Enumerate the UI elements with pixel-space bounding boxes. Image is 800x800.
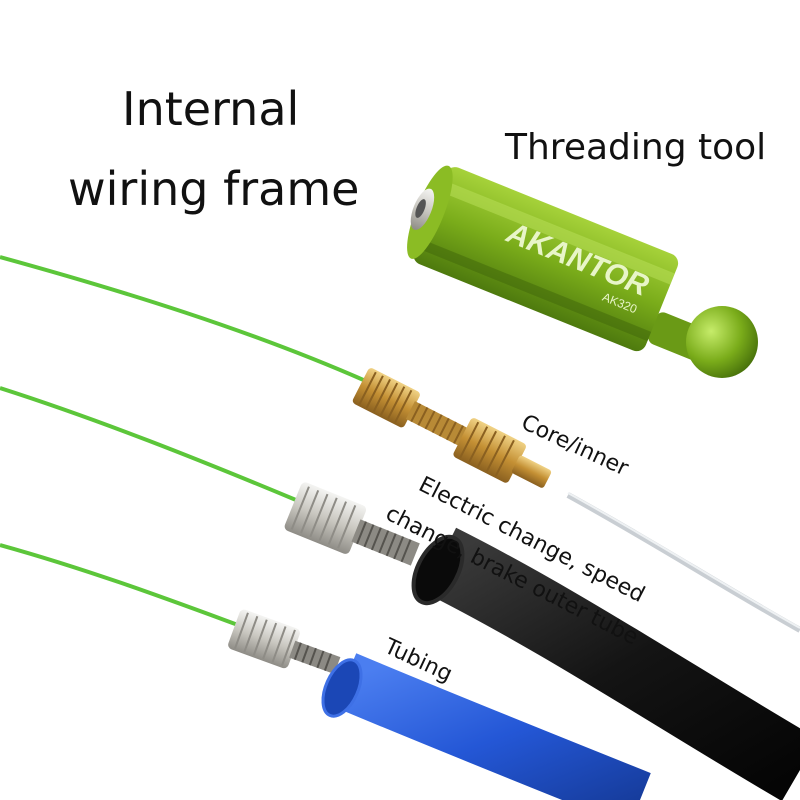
label-threading-tool: Threading tool — [505, 127, 767, 168]
wire-3-blue-tubing — [0, 543, 651, 800]
wire-1-core-inner — [0, 255, 800, 633]
label-wiring-frame: wiring frame — [68, 162, 360, 216]
wire-2-black-tube — [0, 386, 800, 800]
threading-tool: AKANTOR AK320 — [407, 165, 758, 378]
label-internal: Internal — [122, 82, 300, 136]
